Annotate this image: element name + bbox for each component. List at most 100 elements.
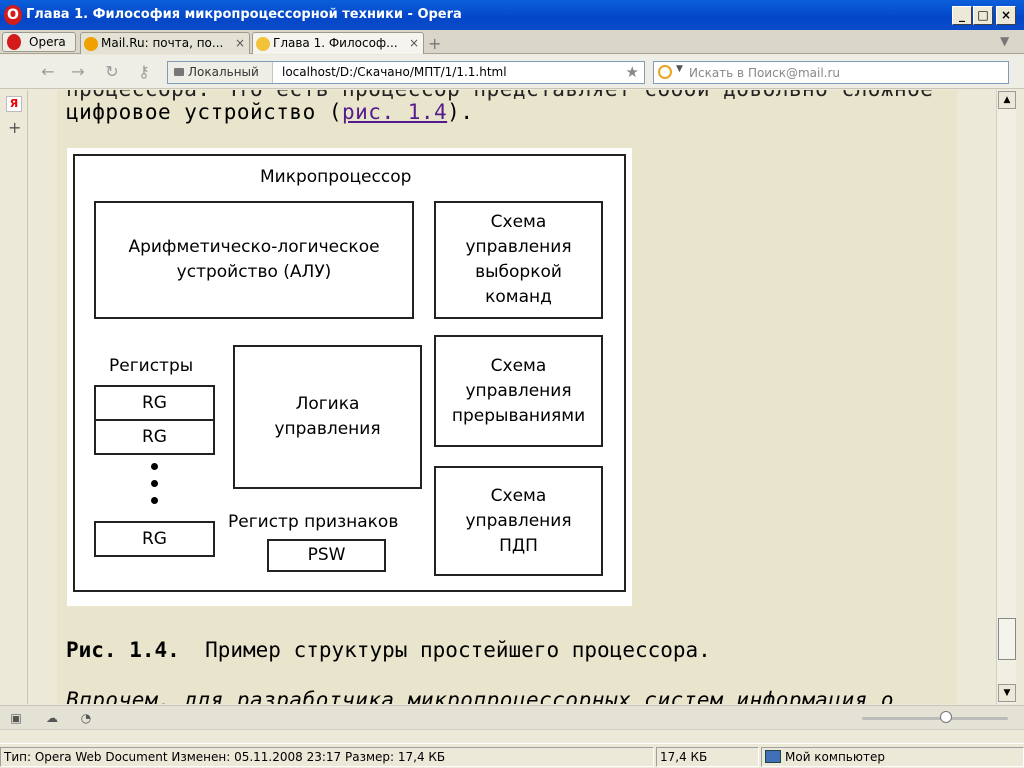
figure-caption: Рис. 1.4. Пример структуры простейшего п… xyxy=(66,638,711,662)
alu-line: устройство (АЛУ) xyxy=(176,262,332,282)
processor-diagram: Микропроцессор Арифметическо-логическое у… xyxy=(67,148,632,606)
alu-line: Арифметическо-логическое xyxy=(128,237,380,257)
dma-line: Схема xyxy=(490,485,547,506)
page-bar: ▣ ☁ ◔ xyxy=(0,705,1024,729)
paragraph-text: ). xyxy=(447,100,474,124)
psw-register: PSW xyxy=(267,539,386,572)
psw-text: PSW xyxy=(307,545,346,565)
status-size: 17,4 КБ xyxy=(656,747,759,767)
title-bar: O Глава 1. Философия микропроцессорной т… xyxy=(0,0,1024,30)
fetch-control-box: Схема управления выборкой команд xyxy=(434,201,603,319)
register-rg: RG xyxy=(94,385,215,421)
opera-unite-cloud-icon[interactable]: ☁ xyxy=(46,711,58,725)
register-text: RG xyxy=(142,392,167,413)
vertical-scrollbar[interactable]: ▲ ▼ xyxy=(996,90,1016,704)
paragraph-partial: Впрочем, для разработчика микропроцессор… xyxy=(66,688,895,704)
add-panel-icon[interactable]: + xyxy=(8,118,22,137)
diagram-frame xyxy=(73,154,626,592)
registers-label: Регистры xyxy=(109,356,194,376)
paragraph-partial: процессора. Что есть процессор представл… xyxy=(66,90,933,101)
security-badge[interactable]: Локальный xyxy=(168,62,273,83)
ellipsis-dot xyxy=(151,497,158,504)
status-zone: Мой компьютер xyxy=(761,747,1024,767)
tab-list-chevron-down-icon[interactable]: ▼ xyxy=(1000,34,1010,48)
register-rg: RG xyxy=(94,419,215,455)
local-computer-icon xyxy=(174,68,184,76)
yandex-panel-icon[interactable]: Я xyxy=(6,96,22,112)
mailru-at-icon xyxy=(84,37,98,51)
search-box[interactable]: ▼ xyxy=(653,61,1009,84)
address-toolbar: ← → ↻ ⚷ Локальный localhost/D:/Скачано/М… xyxy=(0,55,1024,89)
tab-label: Mail.Ru: почта, по... xyxy=(101,36,224,50)
zoom-slider-knob[interactable] xyxy=(940,711,952,723)
close-button[interactable]: × xyxy=(996,6,1016,25)
key-icon[interactable]: ⚷ xyxy=(138,62,150,81)
tab-label: Глава 1. Философ... xyxy=(273,36,398,50)
status-bar: Тип: Opera Web Document Изменен: 05.11.2… xyxy=(0,743,1024,768)
turbo-gauge-icon[interactable]: ◔ xyxy=(80,711,92,725)
caption-text: Пример структуры простейшего процессора. xyxy=(205,638,711,662)
page-favicon-icon xyxy=(256,37,270,51)
interrupt-line: прерываниями xyxy=(451,405,586,426)
opera-menu-button[interactable]: Opera xyxy=(2,32,76,52)
diagram-title: Микропроцессор xyxy=(260,167,412,187)
scroll-thumb[interactable] xyxy=(998,618,1016,660)
tab-mailru[interactable]: Mail.Ru: почта, по... × xyxy=(80,32,250,54)
dma-line: управления xyxy=(465,510,572,531)
horizontal-scroll-area xyxy=(0,729,1024,743)
bookmark-star-icon[interactable]: ★ xyxy=(625,63,639,81)
opera-logo-icon xyxy=(7,34,21,50)
maximize-button[interactable]: □ xyxy=(973,6,993,25)
new-tab-button[interactable]: + xyxy=(428,34,442,53)
logic-line: Логика xyxy=(295,394,360,414)
minimize-button[interactable]: _ xyxy=(952,6,972,25)
paragraph-line: цифровое устройство (рис. 1.4). xyxy=(66,100,473,124)
tab-close-icon[interactable]: × xyxy=(408,36,419,50)
fetch-line: управления xyxy=(465,237,572,257)
paragraph-text: цифровое устройство ( xyxy=(66,100,343,124)
scroll-up-icon[interactable]: ▲ xyxy=(998,91,1016,109)
url-text[interactable]: localhost/D:/Скачано/МПТ/1/1.1.html xyxy=(282,65,507,79)
fetch-line: команд xyxy=(485,287,552,307)
interrupt-line: Схема xyxy=(490,355,547,376)
register-rg: RG xyxy=(94,521,215,557)
back-arrow-icon[interactable]: ← xyxy=(41,62,55,81)
my-computer-icon xyxy=(765,750,781,763)
interrupt-control-box: Схема управления прерываниями xyxy=(434,335,603,447)
search-engine-icon[interactable] xyxy=(658,65,672,79)
window-title: Глава 1. Философия микропроцессорной тех… xyxy=(26,7,462,22)
status-zone-label: Мой компьютер xyxy=(785,750,885,764)
security-label: Локальный xyxy=(188,65,259,79)
reload-icon[interactable]: ↻ xyxy=(105,62,119,81)
figure-link[interactable]: рис. 1.4 xyxy=(342,100,448,124)
side-panel: Я + xyxy=(0,90,28,704)
forward-arrow-icon[interactable]: → xyxy=(71,62,85,81)
ellipsis-dot xyxy=(151,463,158,470)
opera-logo-icon: O xyxy=(4,5,22,25)
page-viewport: процессора. Что есть процессор представл… xyxy=(29,90,995,704)
register-text: RG xyxy=(142,528,167,549)
alu-box: Арифметическо-логическое устройство (АЛУ) xyxy=(94,201,414,319)
dma-line: ПДП xyxy=(499,535,538,556)
status-document-info: Тип: Opera Web Document Изменен: 05.11.2… xyxy=(0,747,654,767)
ellipsis-dot xyxy=(151,480,158,487)
fetch-line: выборкой xyxy=(475,262,562,282)
address-bar[interactable]: Локальный localhost/D:/Скачано/МПТ/1/1.1… xyxy=(167,61,645,84)
panel-toggle-icon[interactable]: ▣ xyxy=(10,711,22,725)
logic-line: управления xyxy=(274,419,381,439)
control-logic-box: Логика управления xyxy=(233,345,422,489)
zoom-slider[interactable] xyxy=(862,717,1008,720)
search-input[interactable] xyxy=(689,64,999,81)
opera-menu-label: Opera xyxy=(29,35,66,49)
interrupt-line: управления xyxy=(465,380,572,401)
register-text: RG xyxy=(142,426,167,447)
tab-chapter[interactable]: Глава 1. Философ... × xyxy=(252,32,424,54)
search-engine-chevron-down-icon[interactable]: ▼ xyxy=(676,64,683,74)
scroll-down-icon[interactable]: ▼ xyxy=(998,684,1016,702)
tab-close-icon[interactable]: × xyxy=(234,36,245,50)
tab-bar: Opera Mail.Ru: почта, по... × Глава 1. Ф… xyxy=(0,30,1024,54)
fetch-line: Схема xyxy=(490,212,547,232)
page-content: процессора. Что есть процессор представл… xyxy=(57,90,957,704)
flags-register-label: Регистр признаков xyxy=(228,512,399,532)
